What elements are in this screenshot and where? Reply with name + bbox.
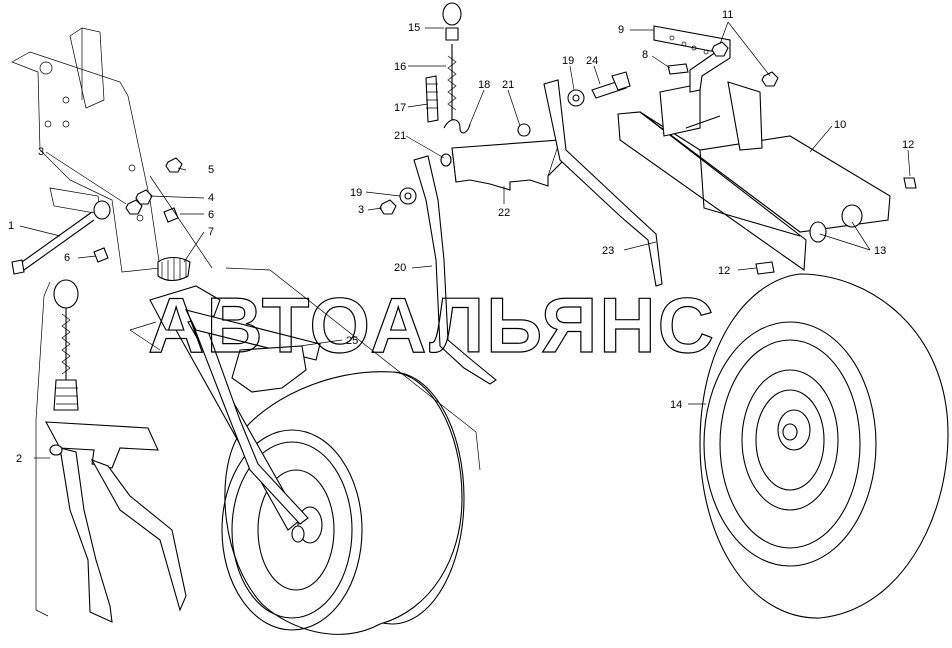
callout-10: 10	[834, 119, 846, 131]
callout-6-right: 6	[208, 209, 214, 221]
callout-21-left: 21	[394, 130, 406, 142]
hardware-left	[125, 157, 191, 282]
callout-25: 25	[346, 335, 358, 347]
bushing	[93, 200, 111, 220]
callout-2: 2	[16, 453, 22, 465]
callout-9: 9	[618, 24, 624, 36]
callout-12-top: 12	[902, 139, 914, 151]
callout-21-right: 21	[502, 79, 514, 91]
wheel-14	[699, 273, 949, 619]
callout-20: 20	[394, 262, 406, 274]
ring-chain-spring	[425, 2, 471, 134]
frame-10	[617, 25, 917, 275]
callout-18: 18	[478, 79, 490, 91]
callout-6-left: 6	[64, 252, 70, 264]
callout-17: 17	[394, 102, 406, 114]
callout-19-right: 19	[562, 55, 574, 67]
callout-22: 22	[498, 207, 510, 219]
callout-4: 4	[208, 192, 214, 204]
washers-middle	[379, 71, 631, 215]
callout-12-bottom: 12	[718, 265, 730, 277]
callout-8: 8	[642, 49, 648, 61]
callout-3-left: 3	[38, 146, 44, 158]
callout-23: 23	[602, 245, 614, 257]
wheel-assembly-25	[129, 285, 465, 635]
callout-5: 5	[208, 164, 214, 176]
callout-1: 1	[8, 220, 14, 232]
assembly-2	[35, 279, 187, 623]
mounting-bracket	[11, 27, 161, 273]
callouts: 1 2 3 3 4 5 6 6 7 8 9 10 11 12 12 13 14 …	[8, 9, 914, 465]
leader-lines	[19, 21, 911, 471]
callout-16: 16	[394, 61, 406, 73]
callout-13: 13	[874, 245, 886, 257]
tine-23	[543, 79, 663, 287]
callout-11: 11	[722, 9, 733, 21]
bolt-1	[11, 211, 95, 275]
callout-24: 24	[586, 55, 598, 67]
tine-20	[413, 155, 497, 385]
callout-7: 7	[208, 226, 214, 238]
bolt-6-left	[93, 247, 109, 263]
callout-19-left: 19	[350, 187, 362, 199]
callout-14: 14	[670, 399, 682, 411]
plate-22	[451, 139, 563, 191]
callout-15: 15	[408, 22, 420, 34]
watermark: АВТОАЛЬЯНС	[148, 281, 716, 369]
callout-3-middle: 3	[358, 204, 364, 216]
